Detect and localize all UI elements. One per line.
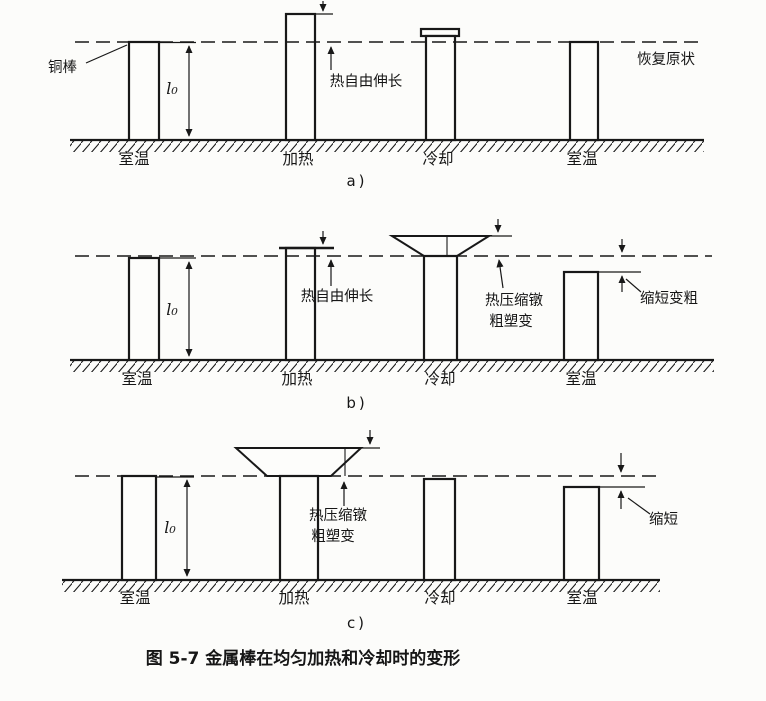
stage-label-room2: 室温 — [566, 150, 597, 168]
panel-letter-b: b) — [346, 394, 367, 412]
bar-room-temp-1 — [127, 40, 161, 142]
shortened-label: 缩短 — [649, 511, 678, 528]
bar-room-temp-2 — [562, 270, 600, 362]
l0-label: l₀ — [166, 300, 178, 319]
bar-room-temp-2 — [568, 40, 600, 142]
upset-label-line2: 粗塑变 — [489, 313, 533, 330]
bar-room-temp-1 — [127, 256, 161, 362]
bar-heated — [278, 474, 320, 582]
stage-label-room2: 室温 — [566, 589, 597, 607]
ground-hatch — [62, 581, 660, 592]
stage-label-heated: 加热 — [282, 150, 314, 168]
bar-cooled — [424, 34, 457, 142]
panel-letter-a: a) — [346, 172, 367, 190]
upset-label-line2: 粗塑变 — [311, 528, 355, 545]
upset-label-line1: 热压缩镦 — [309, 507, 367, 524]
stage-label-heated: 加热 — [278, 589, 310, 607]
upset-arrow-up — [496, 259, 504, 289]
stage-label-cooled: 冷却 — [424, 589, 455, 607]
upset-head — [233, 447, 364, 477]
stage-label-room1: 室温 — [121, 370, 152, 388]
bar-cooled — [422, 477, 457, 582]
bar-room-temp-2 — [562, 485, 601, 582]
bar-heated — [284, 12, 317, 142]
bar-cooled — [422, 254, 459, 362]
ground-hatch — [70, 141, 704, 152]
upset-head — [388, 235, 493, 257]
rod-leader-line — [85, 44, 128, 64]
panel-letter-c: c) — [347, 614, 367, 632]
rod-label: 铜棒 — [48, 59, 77, 76]
panel-a: l₀ 热自由伸长 恢复原状 铜棒 室温 加热 冷却 室温 a) — [48, 1, 704, 190]
restore-label: 恢复原状 — [637, 50, 695, 68]
stage-label-room1: 室温 — [118, 150, 149, 168]
shortened-leader-line — [625, 278, 642, 293]
panel-c: l₀ 热压缩镦 粗塑变 缩短 室温 加热 冷却 室温 c) — [62, 430, 678, 632]
stage-label-cooled: 冷却 — [422, 150, 453, 168]
bar-heated — [284, 246, 317, 362]
stage-label-heated: 加热 — [281, 370, 313, 388]
l0-label: l₀ — [166, 79, 178, 98]
shortened-leader-line — [627, 497, 651, 515]
stage-label-cooled: 冷却 — [424, 370, 455, 388]
upset-label-line1: 热压缩镦 — [485, 292, 543, 309]
l0-label: l₀ — [164, 518, 176, 537]
stage-label-room2: 室温 — [565, 370, 596, 388]
free-elongation-label: 热自由伸长 — [330, 73, 403, 90]
shortened-label: 缩短变粗 — [640, 290, 698, 307]
stage-label-room1: 室温 — [119, 589, 150, 607]
panel-b: l₀ 热自由伸长 热压缩镦 粗塑变 缩短变粗 室温 加热 冷却 室温 b) — [70, 219, 714, 412]
ground-hatch — [70, 361, 714, 372]
figure-caption: 图 5-7 金属棒在均匀加热和冷却时的变形 — [146, 648, 461, 669]
free-elongation-label: 热自由伸长 — [301, 288, 374, 305]
bar-room-temp-1 — [120, 474, 158, 582]
